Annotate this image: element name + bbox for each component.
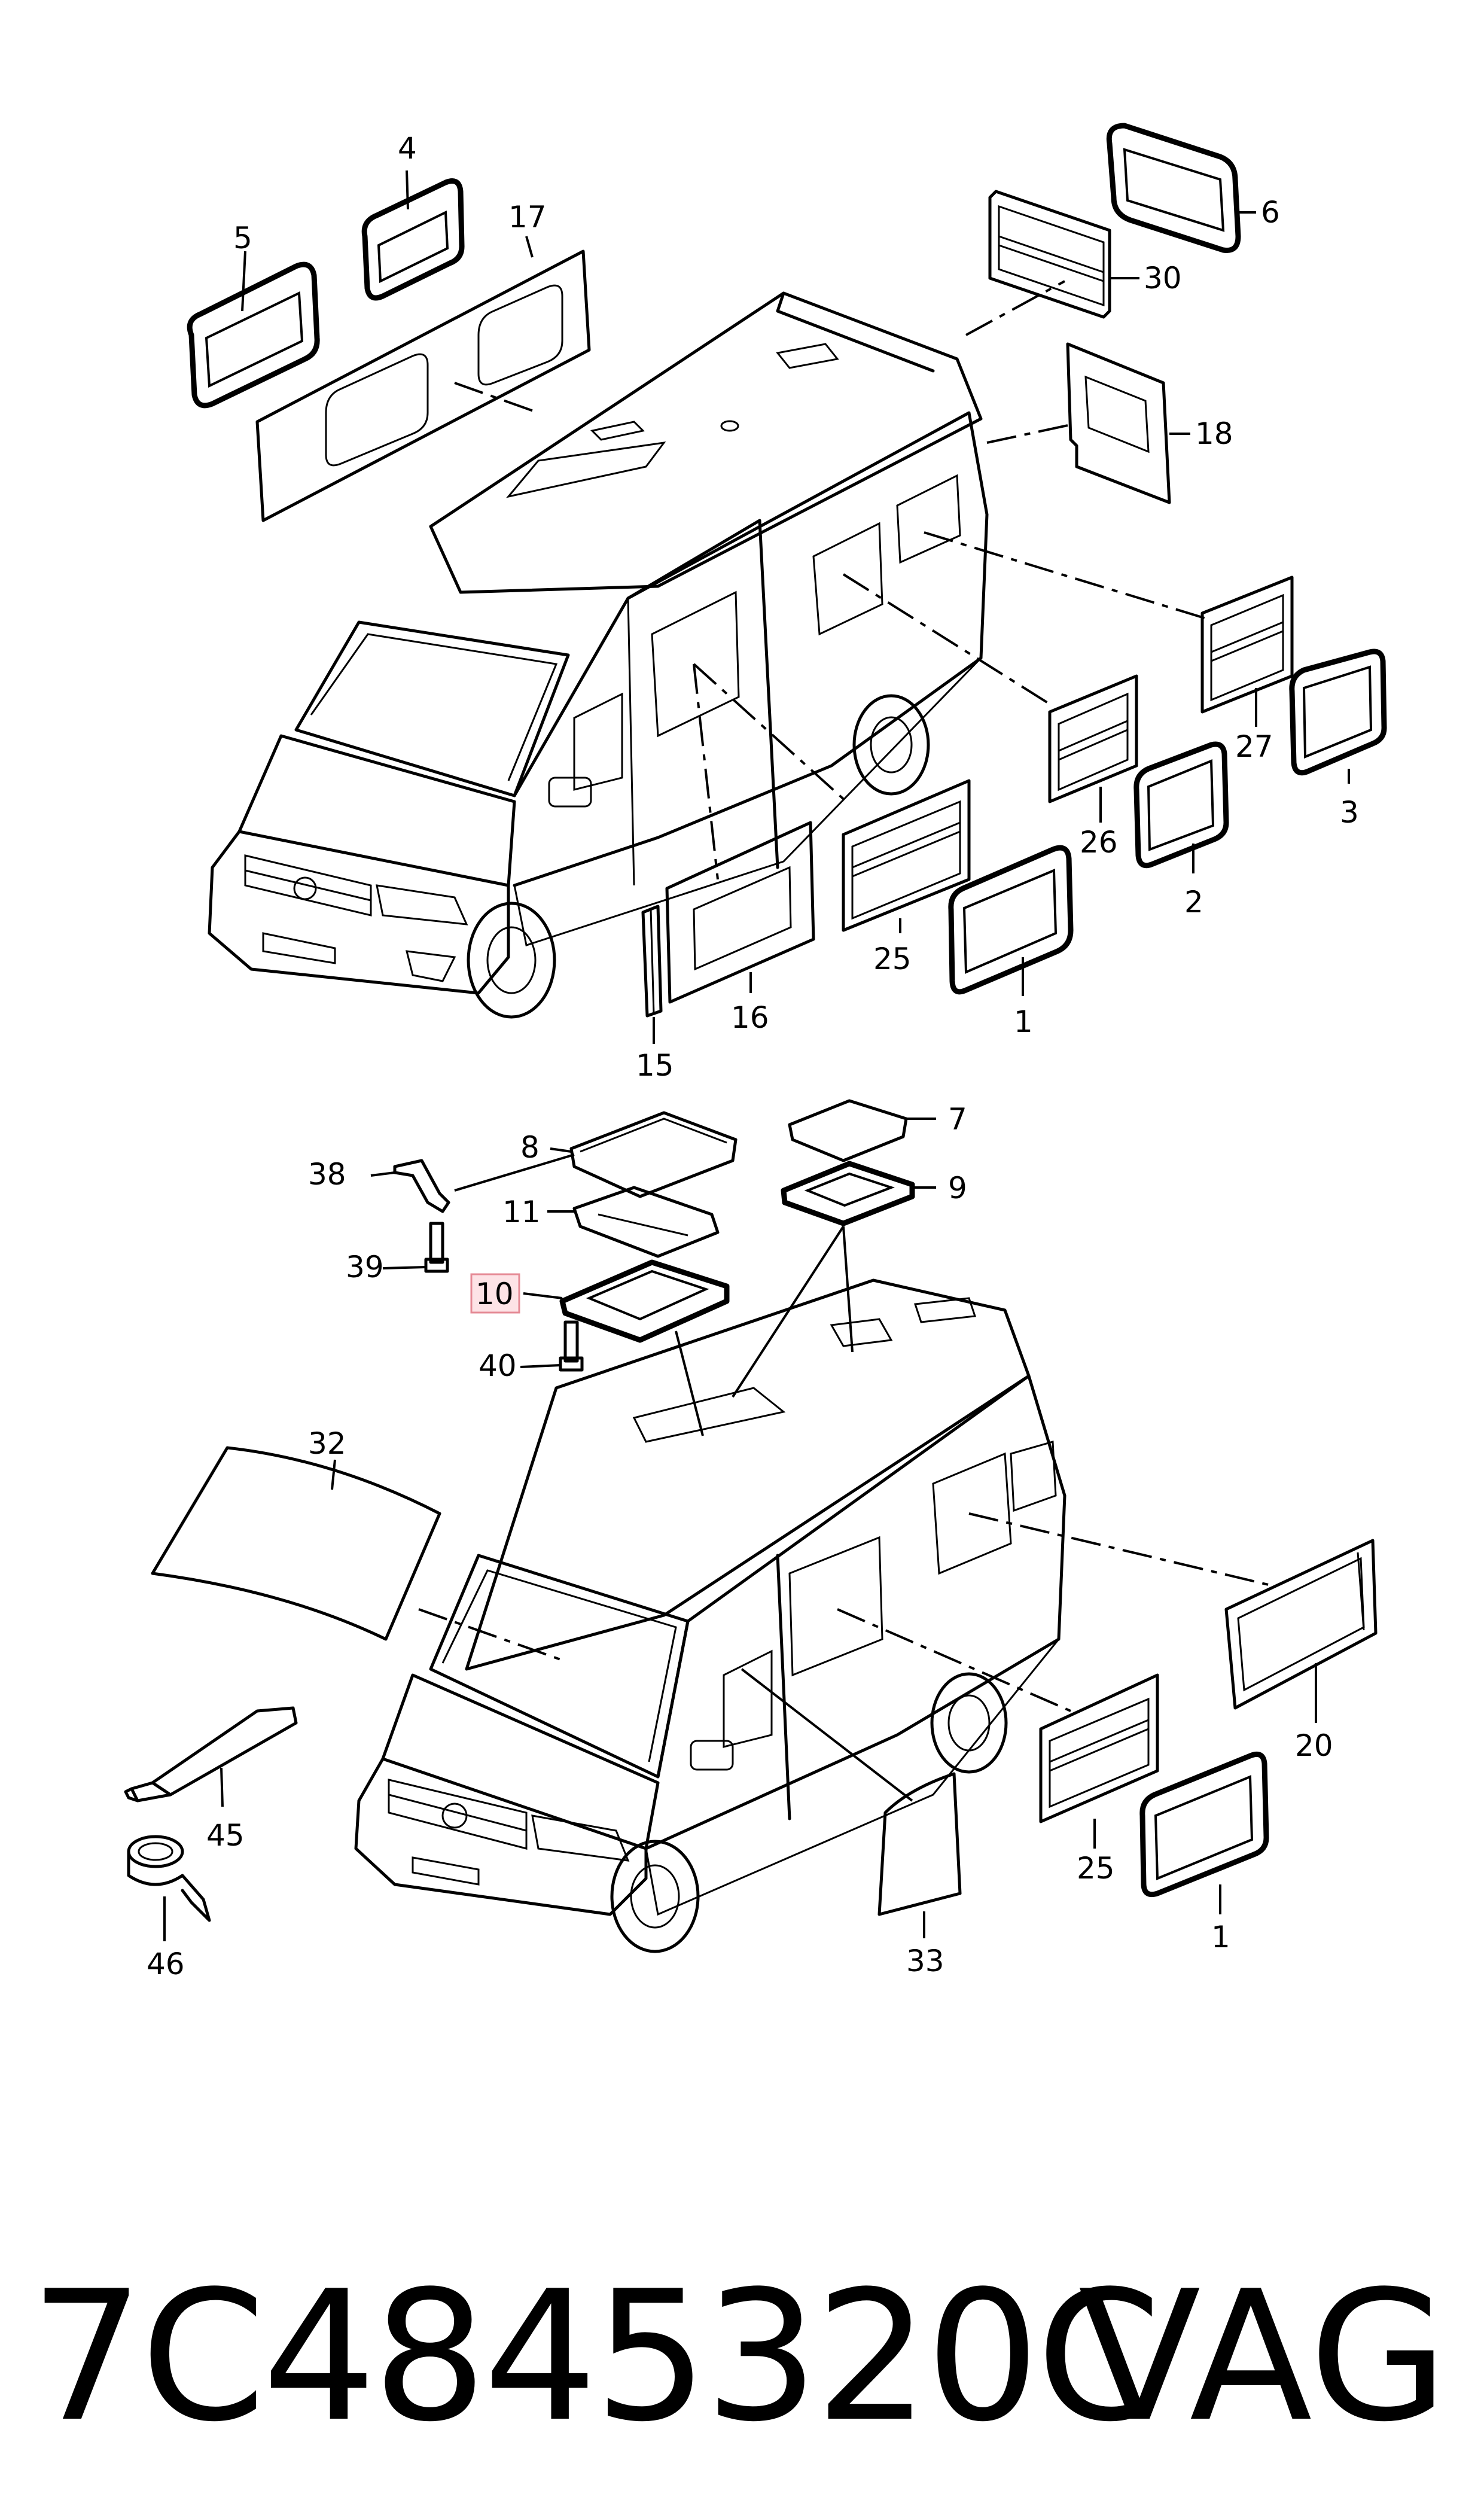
part-20-panel xyxy=(1224,1539,1378,1710)
part-1-window xyxy=(948,845,1074,995)
van-top-illustration xyxy=(208,291,989,1019)
label-40: 40 xyxy=(479,1348,517,1383)
label-9: 9 xyxy=(948,1171,967,1205)
label-11: 11 xyxy=(502,1195,541,1229)
label-5: 5 xyxy=(233,221,252,255)
label-7: 7 xyxy=(948,1102,967,1137)
part-1-window-lower xyxy=(1139,1751,1269,1898)
part-7-sunroof-cover xyxy=(788,1099,908,1162)
label-27: 27 xyxy=(1235,729,1273,764)
footer: 7C4845320C VAG xyxy=(0,2225,1484,2489)
part-40-bolt xyxy=(559,1320,584,1372)
label-10: 10 xyxy=(476,1277,514,1311)
part-8-sunroof-cover xyxy=(569,1111,738,1198)
label-17: 17 xyxy=(508,200,547,235)
label-4: 4 xyxy=(398,131,417,166)
label-1: 1 xyxy=(1014,1004,1033,1039)
part-10-sunroof-frame xyxy=(559,1259,730,1343)
part-4-window xyxy=(361,178,465,301)
part-18-panel xyxy=(1066,342,1171,504)
label-1-lower: 1 xyxy=(1211,1920,1230,1954)
part-11-rail xyxy=(572,1186,720,1258)
part-2-window xyxy=(1133,741,1229,869)
label-20: 20 xyxy=(1295,1728,1333,1763)
part-30-frame xyxy=(988,190,1111,319)
label-46: 46 xyxy=(147,1947,185,1981)
label-18: 18 xyxy=(1195,416,1233,451)
part-number: 7C4845320C xyxy=(30,2252,1162,2461)
part-45-sealant-tube xyxy=(124,1706,298,1803)
part-32-windshield xyxy=(151,1446,441,1641)
part-38-bracket xyxy=(393,1159,450,1213)
label-6: 6 xyxy=(1261,195,1280,230)
parts-diagram: 5 4 17 6 30 18 27 3 26 2 25 1 16 15 8 7 … xyxy=(124,123,1387,1981)
bottom-leader-lines xyxy=(163,1118,1317,1941)
part-15-strip xyxy=(641,905,663,1018)
part-46-tape-roll xyxy=(127,1835,211,1922)
part-5-window xyxy=(187,261,320,409)
label-38: 38 xyxy=(308,1157,346,1192)
label-45: 45 xyxy=(206,1818,245,1853)
label-8: 8 xyxy=(520,1130,540,1165)
part-3-window xyxy=(1289,648,1387,776)
label-2: 2 xyxy=(1184,885,1203,919)
top-leader-lines xyxy=(241,170,1350,1044)
brand-name: VAG xyxy=(1078,2252,1448,2461)
label-39: 39 xyxy=(346,1250,384,1284)
part-16-panel xyxy=(665,821,815,1004)
label-26: 26 xyxy=(1080,825,1118,860)
callout-labels: 5 4 17 6 30 18 27 3 26 2 25 1 16 15 8 7 … xyxy=(147,131,1359,1981)
bottom-van-parts xyxy=(124,1099,1378,1922)
label-25: 25 xyxy=(873,942,912,976)
part-6-window xyxy=(1106,123,1241,253)
part-39-bolt xyxy=(424,1222,449,1273)
part-9-sunroof-frame xyxy=(781,1161,915,1226)
highlight-box-part-10 xyxy=(470,1273,520,1314)
label-30: 30 xyxy=(1144,261,1182,296)
label-32: 32 xyxy=(308,1426,346,1461)
part-33-panel xyxy=(877,1772,962,1916)
part-25-frame-lower xyxy=(1039,1673,1159,1823)
label-3: 3 xyxy=(1340,795,1359,830)
label-33: 33 xyxy=(906,1944,944,1978)
label-15: 15 xyxy=(636,1048,674,1083)
part-27-frame xyxy=(1200,576,1294,714)
label-16: 16 xyxy=(731,1000,769,1035)
top-van-parts xyxy=(187,123,1387,1018)
part-26-frame xyxy=(1048,674,1138,803)
part-25-frame xyxy=(842,779,971,932)
part-17-panel xyxy=(255,249,591,522)
label-25-lower: 25 xyxy=(1077,1851,1115,1886)
van-bottom-illustration xyxy=(354,1278,1066,1953)
